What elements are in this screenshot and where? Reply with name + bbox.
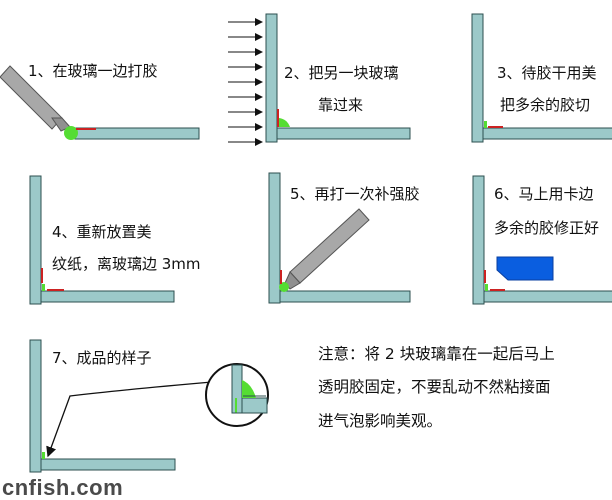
step-3-illustration [471,13,612,143]
step-6-illustration [472,175,612,305]
step-2-caption-line2: 靠过来 [318,96,364,114]
vertical-glass-pane [471,13,484,143]
watermark: cnfish.com [0,475,134,500]
step-1-caption: 1、在玻璃一边打胶 [28,62,158,80]
step-4-caption-line2: 纹纸，离玻璃边 3mm [52,255,201,273]
step-7-illustration [29,339,269,473]
vertical-glass-pane [29,175,42,305]
vertical-glass-pane [472,175,485,305]
vertical-glass-pane [265,13,278,143]
scraper-card-icon [496,256,554,281]
step-3-caption: 3、待胶干用美 [497,64,597,82]
step-7-caption: 7、成品的样子 [52,349,152,367]
glue-bead [484,121,487,128]
bottom-glass-pane [40,458,176,471]
step-1-illustration [0,65,200,140]
glue-blob [64,126,78,140]
step-5-caption: 5、再打一次补强胶 [290,185,420,203]
note-line-1: 注意：将 2 块玻璃靠在一起后马上 [318,345,555,363]
glue-bead [279,118,290,127]
step-6-caption-line2: 多余的胶修正好 [494,219,600,237]
vertical-glass-pane [29,339,42,473]
glue-blob [279,282,289,292]
watermark-text: cnfish.com [2,475,124,500]
bottom-glass-pane [40,290,175,303]
glue-gun-icon [284,208,370,290]
note-line-3: 进气泡影响美观。 [318,412,443,430]
step-2-caption: 2、把另一块玻璃 [284,64,399,82]
step-5-illustration [268,172,411,304]
step-4-caption: 4、重新放置美 [52,223,152,241]
glue-bead [42,284,45,291]
glue-bead [42,452,45,459]
note-line-2: 透明胶固定，不要乱动不然粘接面 [318,378,551,396]
magnified-joint-detail [205,363,269,427]
bottom-glass-pane [483,290,612,303]
step-4-illustration [29,175,175,305]
step-3-caption-line2: 把多余的胶切 [500,96,591,114]
glue-bead [485,284,488,291]
step-6-caption: 6、马上用卡边 [494,185,594,203]
vertical-glass-pane [268,172,281,304]
step-2-illustration [228,13,411,146]
bottom-glass-pane [279,290,411,303]
pointer-arrow [46,381,213,458]
bottom-glass-pane [482,127,612,140]
push-arrows [228,18,263,146]
bottom-glass-pane [276,127,411,140]
